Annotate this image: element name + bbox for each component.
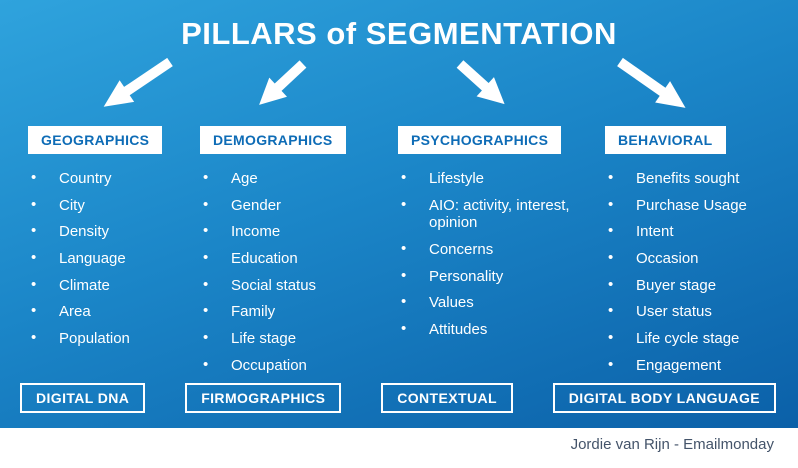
slide-background: PILLARS of SEGMENTATION GEOGRAPHICS Coun… — [0, 0, 798, 428]
list-item: Lifestyle — [398, 169, 580, 188]
list-item: Concerns — [398, 240, 580, 259]
list-item: Personality — [398, 267, 580, 286]
footer-box-contextual: CONTEXTUAL — [381, 383, 513, 413]
list-item: AIO: activity, interest, opinion — [398, 196, 580, 232]
arrow-down-right-icon — [617, 57, 686, 108]
list-item: Values — [398, 293, 580, 312]
list-item: Occasion — [605, 249, 783, 268]
list-item: Engagement — [605, 356, 783, 375]
list-item: Population — [28, 329, 198, 348]
list-item: Country — [28, 169, 198, 188]
list-item: Education — [200, 249, 392, 268]
list-item: Climate — [28, 276, 198, 295]
list-item: User status — [605, 302, 783, 321]
column-header: PSYCHOGRAPHICS — [398, 126, 562, 154]
bottom-strip: Jordie van Rijn - Emailmonday — [0, 428, 798, 468]
arrow-down-right-icon — [456, 60, 505, 105]
column-psychographics: PSYCHOGRAPHICS LifestyleAIO: activity, i… — [398, 126, 580, 348]
list-item: Life stage — [200, 329, 392, 348]
list-item: Area — [28, 302, 198, 321]
list-item: Gender — [200, 196, 392, 215]
segmentation-columns: GEOGRAPHICS CountryCityDensityLanguageCl… — [0, 126, 798, 376]
bullet-list: LifestyleAIO: activity, interest, opinio… — [398, 169, 580, 339]
page-title: PILLARS of SEGMENTATION — [181, 16, 617, 51]
list-item: Attitudes — [398, 320, 580, 339]
list-item: Life cycle stage — [605, 329, 783, 348]
column-header: GEOGRAPHICS — [28, 126, 163, 154]
list-item: Social status — [200, 276, 392, 295]
list-item: Purchase Usage — [605, 196, 783, 215]
list-item: Occupation — [200, 356, 392, 375]
list-item: Age — [200, 169, 392, 188]
column-header: DEMOGRAPHICS — [200, 126, 346, 154]
bullet-list: AgeGenderIncomeEducationSocial statusFam… — [200, 169, 392, 375]
column-behavioral: BEHAVIORAL Benefits soughtPurchase Usage… — [605, 126, 783, 384]
footer-box-digital-body-language: DIGITAL BODY LANGUAGE — [552, 383, 776, 413]
footer-boxes-row: DIGITAL DNA FIRMOGRAPHICS CONTEXTUAL DIG… — [20, 383, 776, 413]
list-item: Income — [200, 222, 392, 241]
column-geographics: GEOGRAPHICS CountryCityDensityLanguageCl… — [28, 126, 198, 357]
list-item: Family — [200, 302, 392, 321]
arrow-down-left-icon — [103, 57, 173, 107]
arrow-down-left-icon — [259, 60, 307, 105]
arrow-band — [103, 57, 686, 108]
footer-box-firmographics: FIRMOGRAPHICS — [185, 383, 342, 413]
list-item: Benefits sought — [605, 169, 783, 188]
bullet-list: CountryCityDensityLanguageClimateAreaPop… — [28, 169, 198, 348]
list-item: Buyer stage — [605, 276, 783, 295]
list-item: Language — [28, 249, 198, 268]
footer-box-digital-dna: DIGITAL DNA — [20, 383, 146, 413]
list-item: City — [28, 196, 198, 215]
attribution-text: Jordie van Rijn - Emailmonday — [570, 436, 774, 453]
bullet-list: Benefits soughtPurchase UsageIntentOccas… — [605, 169, 783, 375]
column-demographics: DEMOGRAPHICS AgeGenderIncomeEducationSoc… — [200, 126, 392, 384]
list-item: Intent — [605, 222, 783, 241]
list-item: Density — [28, 222, 198, 241]
column-header: BEHAVIORAL — [605, 126, 726, 154]
